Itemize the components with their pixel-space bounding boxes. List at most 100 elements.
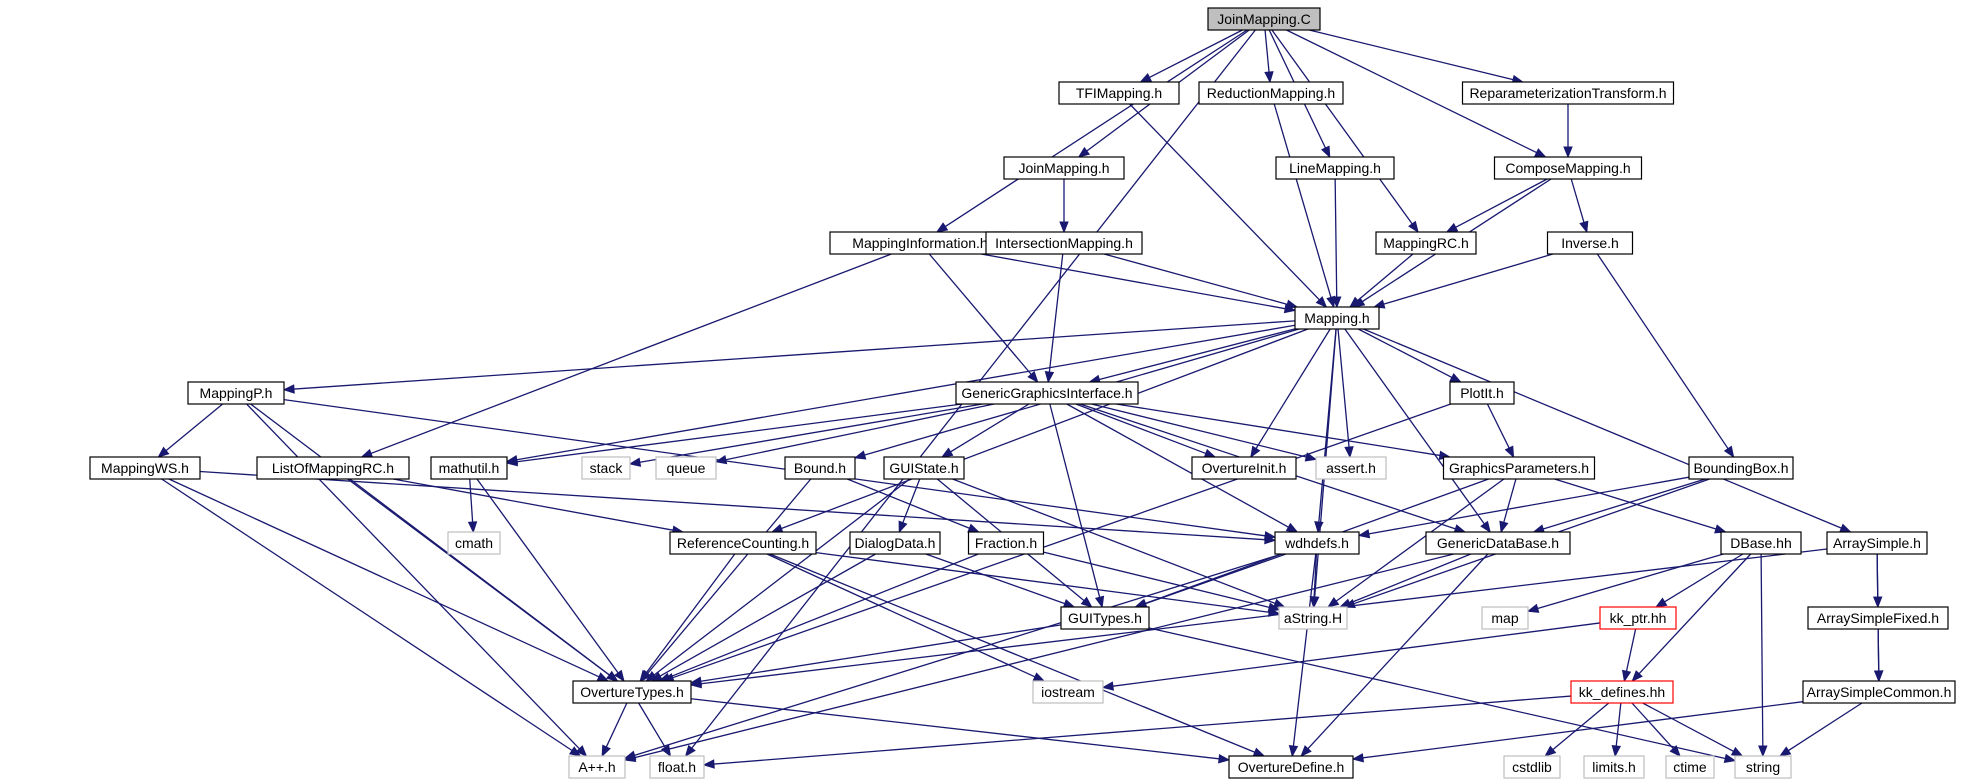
- edge-arrowhead: [360, 448, 374, 458]
- edge-line: [1075, 403, 1206, 455]
- edge-MappingWS_h-to-App_h: [161, 478, 582, 757]
- edge-arrowhead: [575, 745, 588, 757]
- edge-Mapping_h-to-wdhdefs_h: [1314, 328, 1337, 534]
- edge-Bound_h-to-OvertureTypes_h: [640, 478, 812, 683]
- node-TFIMapping_h[interactable]: TFIMapping.h: [1058, 81, 1180, 105]
- node-ReductionMapping_h[interactable]: ReductionMapping.h: [1198, 81, 1344, 105]
- edge-ReferenceCounting_h-to-aString_H: [815, 551, 1281, 617]
- edge-arrowhead: [1357, 529, 1371, 539]
- edge-MappingInformation_h-to-GenericGraphicsInterface_h: [928, 253, 1039, 384]
- node-box: [1032, 680, 1104, 704]
- node-box: [1058, 81, 1180, 105]
- edge-line: [1049, 403, 1101, 598]
- edge-line: [1116, 403, 1440, 457]
- node-wdhdefs_h[interactable]: wdhdefs.h: [1274, 531, 1360, 555]
- edge-MappingWS_h-to-OvertureTypes_h: [168, 478, 610, 682]
- node-BoundingBox_h[interactable]: BoundingBox.h: [1688, 456, 1794, 480]
- edge-arrowhead: [1778, 746, 1792, 757]
- edge-arrowhead: [1077, 146, 1091, 158]
- node-DialogData_h[interactable]: DialogData.h: [849, 531, 941, 555]
- edge-line: [1099, 328, 1296, 381]
- edge-GraphicsParameters_h-to-aString_H: [1327, 478, 1505, 608]
- edge-arrowhead: [1327, 596, 1340, 608]
- edge-line: [1642, 702, 1734, 752]
- node-LineMapping_h[interactable]: LineMapping.h: [1275, 156, 1395, 180]
- node-OvertureTypes_h[interactable]: OvertureTypes.h: [572, 680, 692, 704]
- edge-line: [165, 403, 224, 452]
- node-OvertureInit_h[interactable]: OvertureInit.h: [1191, 456, 1297, 480]
- node-MappingWS_h[interactable]: MappingWS.h: [89, 456, 201, 480]
- node-OvertureDefine_h[interactable]: OvertureDefine.h: [1228, 755, 1354, 779]
- edge-line: [1638, 553, 1752, 675]
- node-kk_defines_hh[interactable]: kk_defines.hh: [1570, 680, 1674, 704]
- edge-line: [1486, 403, 1510, 449]
- node-MappingRC_h[interactable]: MappingRC.h: [1375, 231, 1477, 255]
- node-label: JoinMapping.C: [1217, 11, 1310, 27]
- node-Mapping_h[interactable]: Mapping.h: [1294, 306, 1380, 330]
- node-box: [1720, 531, 1802, 555]
- node-JoinMapping_h[interactable]: JoinMapping.h: [1003, 156, 1125, 180]
- node-GenericGraphicsInterface_h[interactable]: GenericGraphicsInterface.h: [955, 381, 1139, 405]
- edge-PlotIt_h-to-GraphicsParameters_h: [1486, 403, 1515, 459]
- node-JoinMapping_C[interactable]: JoinMapping.C: [1207, 7, 1321, 31]
- edge-line: [168, 478, 600, 678]
- edge-arrowhead: [1449, 372, 1462, 383]
- node-label: Fraction.h: [975, 535, 1037, 551]
- edge-Mapping_h-to-ReferenceCounting_h: [770, 328, 1309, 533]
- edge-arrowhead: [935, 222, 949, 233]
- node-DBase_hh[interactable]: DBase.hh: [1720, 531, 1802, 555]
- node-label: DialogData.h: [855, 535, 936, 551]
- node-ArraySimpleCommon_h[interactable]: ArraySimpleCommon.h: [1802, 680, 1956, 704]
- edge-line: [1543, 478, 1706, 530]
- edge-line: [1625, 628, 1637, 672]
- node-IntersectionMapping_h[interactable]: IntersectionMapping.h: [985, 231, 1143, 255]
- edge-GenericGraphicsInterface_h-to-wdhdefs_h: [1066, 403, 1299, 533]
- edge-ReferenceCounting_h-to-OvertureDefine_h: [769, 553, 1266, 757]
- edge-Mapping_h-to-OvertureInit_h: [1250, 328, 1331, 459]
- edge-Mapping_h-to-GenericDataBase_h: [1344, 328, 1491, 534]
- node-GUITypes_h[interactable]: GUITypes.h: [1060, 606, 1150, 630]
- edge-arrowhead: [601, 744, 611, 758]
- node-GUIState_h[interactable]: GUIState.h: [883, 456, 965, 480]
- node-ArraySimple_h[interactable]: ArraySimple.h: [1826, 531, 1928, 555]
- node-label: ArraySimple.h: [1833, 535, 1921, 551]
- edge-line: [1357, 328, 1453, 378]
- edge-arrowhead: [1758, 745, 1768, 758]
- node-label: OvertureDefine.h: [1238, 759, 1345, 775]
- node-Inverse_h[interactable]: Inverse.h: [1546, 231, 1634, 255]
- node-mathutil_h[interactable]: mathutil.h: [430, 456, 508, 480]
- edge-arrowhead: [1267, 602, 1281, 612]
- node-GraphicsParameters_h[interactable]: GraphicsParameters.h: [1442, 456, 1596, 480]
- edge-arrowhead: [940, 447, 954, 458]
- node-kk_ptr_hh[interactable]: kk_ptr.hh: [1599, 606, 1677, 630]
- edge-line: [1368, 476, 1690, 535]
- edge-line: [516, 403, 963, 463]
- node-ReparameterizationTransform_h[interactable]: ReparameterizationTransform.h: [1461, 81, 1675, 105]
- node-Bound_h[interactable]: Bound.h: [784, 456, 856, 480]
- node-App_h: A++.h: [568, 755, 626, 779]
- edge-arrowhead: [628, 457, 642, 467]
- edge-DBase_hh-to-kk_defines_hh: [1631, 553, 1752, 682]
- node-iostream: iostream: [1032, 680, 1104, 704]
- node-MappingInformation_h[interactable]: MappingInformation.h: [829, 231, 1011, 255]
- edge-line: [700, 548, 1828, 685]
- node-ReferenceCounting_h[interactable]: ReferenceCounting.h: [669, 531, 817, 555]
- node-MappingP_h[interactable]: MappingP.h: [187, 381, 285, 405]
- edge-arrowhead: [1059, 221, 1069, 234]
- edge-arrowhead: [684, 744, 696, 758]
- edge-line: [605, 702, 628, 748]
- edge-line: [1091, 403, 1307, 458]
- edge-line: [928, 253, 1032, 375]
- node-ComposeMapping_h[interactable]: ComposeMapping.h: [1493, 156, 1643, 180]
- node-label: GraphicsParameters.h: [1449, 460, 1589, 476]
- node-GenericDataBase_h[interactable]: GenericDataBase.h: [1425, 531, 1571, 555]
- node-box: [655, 456, 717, 480]
- edge-kk_defines_hh-to-limits_h: [1611, 702, 1622, 758]
- node-PlotIt_h[interactable]: PlotIt.h: [1449, 381, 1515, 405]
- node-ArraySimpleFixed_h[interactable]: ArraySimpleFixed.h: [1807, 606, 1949, 630]
- node-Fraction_h[interactable]: Fraction.h: [967, 531, 1045, 555]
- node-box: [1003, 156, 1125, 180]
- edge-line: [1043, 551, 1270, 608]
- edge-line: [469, 478, 474, 523]
- node-ListOfMappingRC_h[interactable]: ListOfMappingRC.h: [256, 456, 410, 480]
